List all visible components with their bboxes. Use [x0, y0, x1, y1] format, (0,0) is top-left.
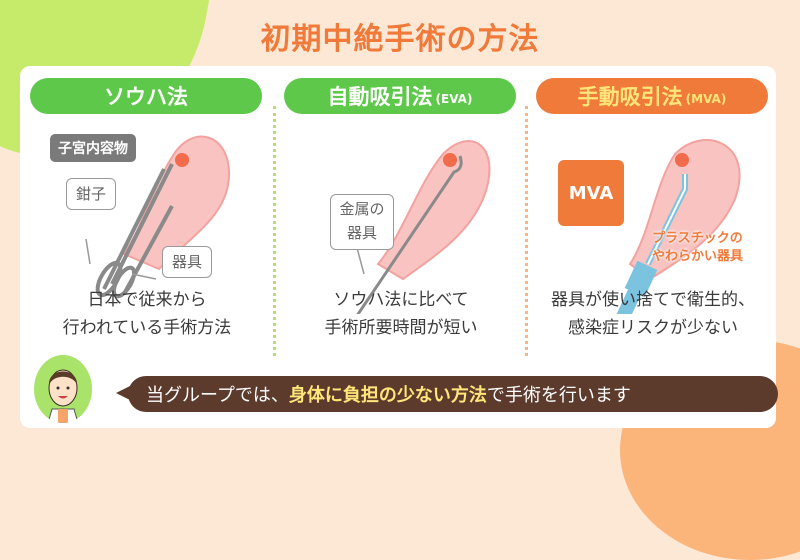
method-title-pill: 手動吸引法(MVA) [536, 78, 768, 114]
method-title-pill: ソウハ法 [30, 78, 262, 114]
instrument-label: 器具 [162, 246, 212, 278]
uterus-forceps-illustration [85, 135, 231, 299]
uterine-contents-label: 子宮内容物 [50, 134, 136, 162]
method-card-sowha: ソウハ法 子宮内容物 鉗子 器具 日本で従来から 行われている手術方法 [24, 78, 270, 348]
page-title: 初期中絶手術の方法 [260, 22, 540, 57]
method-description: ソウハ法に比べて 手術所要時間が短い [324, 290, 478, 338]
speech-bubble-tail [116, 386, 130, 400]
method-card-eva: 自動吸引法(EVA) 金属の 器具 ソウハ法に比べて 手術所要時間が短い [278, 78, 524, 348]
method-card-mva: 手動吸引法(MVA) MVA プラスチックの やわらかい器具 器具が使い捨てで衛… [530, 78, 776, 348]
column-divider [273, 106, 276, 356]
footer-speech-bubble: 当グループでは、身体に負担の少ない方法で手術を行います [128, 376, 778, 412]
column-divider [525, 106, 528, 356]
mva-label-box: MVA [558, 160, 624, 226]
doctor-avatar-icon [34, 355, 92, 423]
method-description: 日本で従来から 行われている手術方法 [62, 290, 232, 338]
forceps-label: 鉗子 [66, 178, 116, 210]
plastic-instrument-label: プラスチックの やわらかい器具 [652, 231, 744, 264]
methods-panel: ソウハ法 子宮内容物 鉗子 器具 日本で従来から 行われている手術方法 自動吸引… [20, 66, 776, 428]
uterine-contents-dot [175, 153, 189, 167]
uterus-metal-instrument-illustration [355, 140, 491, 314]
method-description: 器具が使い捨てで衛生的、 感染症リスクが少ない [551, 290, 755, 338]
metal-instrument-label: 金属の 器具 [330, 194, 394, 250]
method-title-pill: 自動吸引法(EVA) [284, 78, 516, 114]
uterus-plastic-instrument-illustration [616, 139, 741, 314]
